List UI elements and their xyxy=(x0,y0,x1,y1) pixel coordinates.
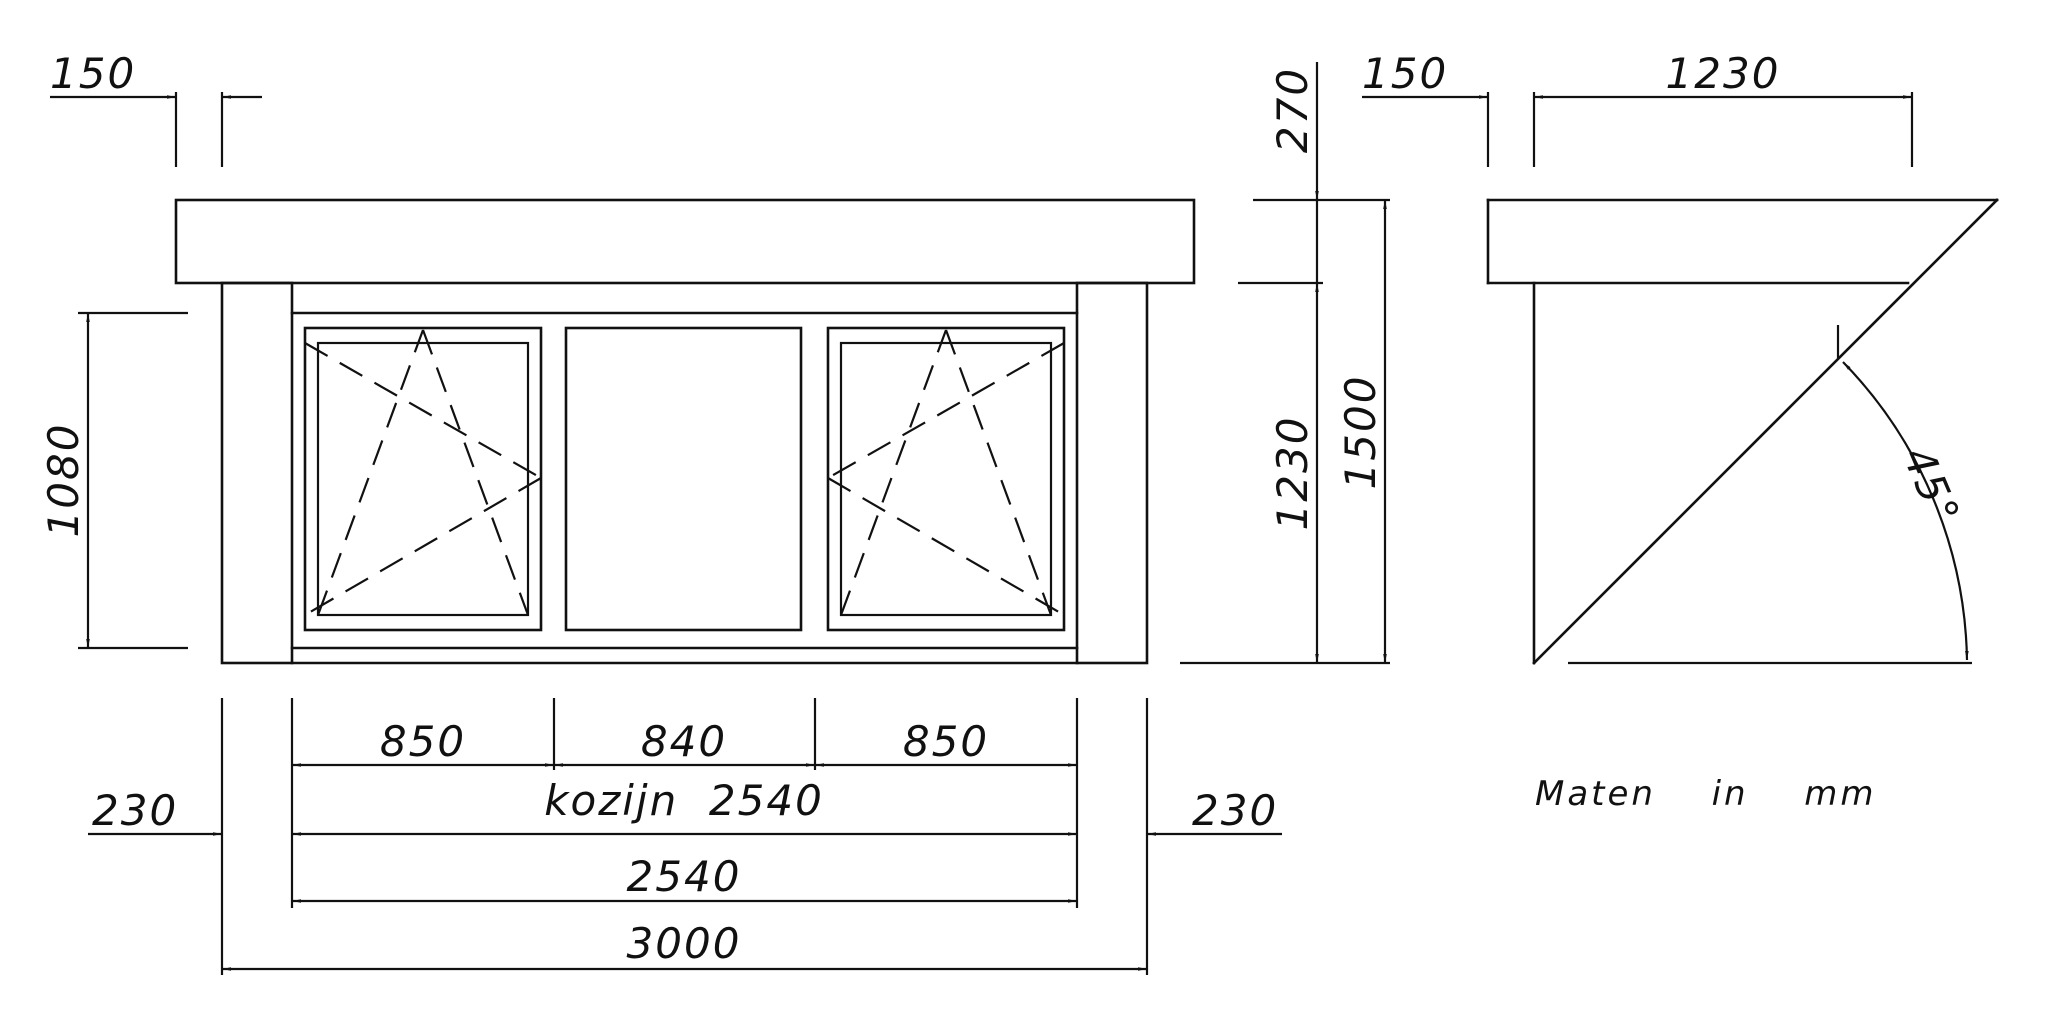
dim-overhang-front: 150 xyxy=(50,49,136,98)
pier-right xyxy=(1075,281,1149,665)
dim-wall-height-side: 1230 xyxy=(1268,416,1317,531)
diagonal-brace xyxy=(1532,198,1999,665)
sash-right xyxy=(826,326,1066,632)
dim-pier-right: 230 xyxy=(1192,786,1278,835)
units-note: Maten in mm xyxy=(1535,774,1876,814)
dim-depth: 1230 xyxy=(1666,49,1781,98)
dim-sash-left: 850 xyxy=(380,717,466,766)
dim-pier-left: 230 xyxy=(92,786,178,835)
dim-fixed-pane: 840 xyxy=(641,717,727,766)
side-view: 150 1230 45° xyxy=(1362,49,1999,665)
dim-overhang-side: 150 xyxy=(1362,49,1448,98)
pier-left xyxy=(220,281,294,665)
front-view: 150 1080 850 840 850 kozijn 2540 230 230 xyxy=(39,49,1282,975)
dim-opening-width: 2540 xyxy=(627,852,742,901)
window-frame xyxy=(290,311,1079,650)
height-dimensions: 270 1230 1500 xyxy=(1180,62,1390,665)
fixed-pane xyxy=(564,326,803,632)
dim-sash-right: 850 xyxy=(903,717,989,766)
dim-frame-width: kozijn 2540 xyxy=(544,776,824,825)
dim-total-width: 3000 xyxy=(627,919,742,968)
angle-arc xyxy=(1842,361,1969,661)
dim-total-height: 1500 xyxy=(1336,375,1385,490)
dim-angle: 45° xyxy=(1893,440,1970,533)
dim-wall-height-front: 1080 xyxy=(39,423,88,538)
sash-left xyxy=(303,326,543,632)
dim-roof-thickness: 270 xyxy=(1268,67,1317,153)
roof-slab xyxy=(174,198,1196,285)
